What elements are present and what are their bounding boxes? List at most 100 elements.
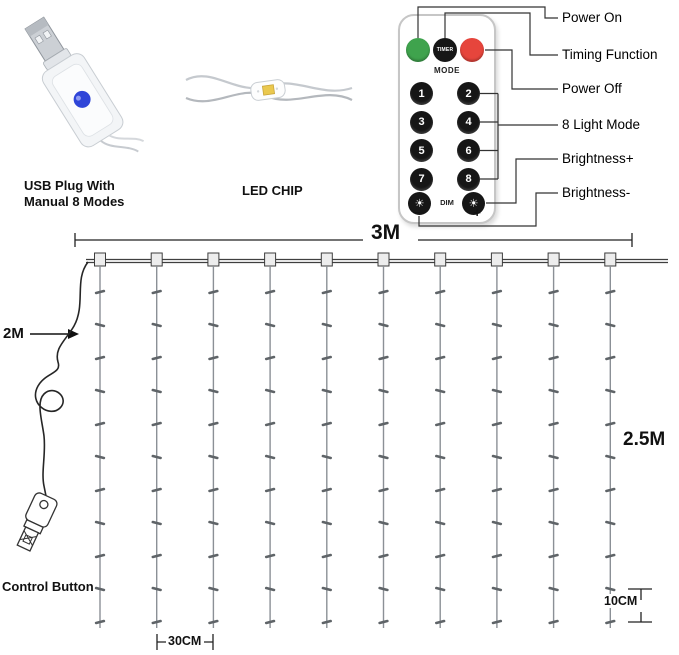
string-connector (94, 252, 106, 267)
usb-plug-photo (24, 16, 145, 153)
callout-label-8-light-mode: 8 Light Mode (562, 117, 641, 132)
led-light (321, 421, 332, 427)
lead-length-label: 2M (3, 325, 24, 342)
led-light (378, 586, 389, 592)
led-light (151, 487, 162, 493)
led-light (264, 487, 276, 493)
led-light (94, 355, 106, 361)
led-light (548, 520, 559, 526)
light-mode-buttons: 1 2 3 4 5 6 7 8 (410, 82, 480, 191)
string-connector (377, 252, 390, 267)
manual-mode-button (73, 90, 91, 108)
mode-label: MODE (434, 66, 460, 75)
led-light (605, 553, 616, 559)
string-connector (320, 252, 333, 267)
led-light (491, 520, 503, 526)
led-light (548, 322, 559, 328)
led-light (378, 553, 389, 559)
led-light (491, 421, 503, 427)
usb-wire (100, 139, 139, 153)
led-light (264, 355, 276, 361)
led-light (321, 586, 332, 592)
curtain-strings (94, 252, 617, 628)
led-light (94, 289, 106, 295)
led-light (208, 586, 219, 592)
sketch-control-button (39, 499, 49, 510)
led-light (605, 388, 616, 394)
usb-metal-connector (24, 16, 65, 62)
led-light (548, 421, 559, 427)
led-light (94, 322, 106, 328)
led-light (208, 454, 219, 460)
usb-connector-tip (25, 17, 49, 37)
led-light (378, 421, 389, 427)
mode-button-7: 7 (410, 167, 433, 191)
led-light (491, 619, 503, 625)
led-light (208, 355, 219, 361)
led-chip-contact (275, 87, 279, 90)
remote-control: TIMER MODE 1 2 3 4 5 6 7 8 ☀ DIM ☀ − + (398, 14, 496, 224)
led-light (264, 421, 276, 427)
led-light (321, 388, 332, 394)
led-light (94, 520, 106, 526)
led-light (491, 355, 503, 361)
mode-button-1: 1 (410, 82, 433, 105)
led-light (321, 355, 332, 361)
led-light (208, 322, 219, 328)
sketch-usb-metal (16, 526, 40, 552)
led-light (548, 619, 559, 625)
string-connector (207, 252, 220, 267)
led-light (605, 487, 616, 493)
led-light (491, 388, 503, 394)
curtain-rail (86, 258, 668, 264)
power-off-button (460, 38, 484, 62)
led-light (378, 388, 389, 394)
led-light (491, 322, 503, 328)
callout-label-power-off: Power Off (562, 81, 622, 96)
sketch-usb-hatch (19, 530, 37, 546)
led-light (151, 355, 162, 361)
led-light (321, 322, 332, 328)
led-light (378, 322, 389, 328)
led-light (435, 619, 446, 625)
plus-label: + (473, 205, 481, 220)
string-connector (150, 252, 163, 267)
led-chip-die (261, 84, 276, 96)
led-light (548, 388, 559, 394)
led-light (151, 520, 162, 526)
led-light (321, 454, 332, 460)
usb-connector-hole (34, 34, 44, 45)
led-light (264, 289, 276, 295)
mode-button-3: 3 (410, 110, 433, 134)
led-light (151, 322, 162, 328)
led-light (321, 520, 332, 526)
led-chip-photo (185, 75, 353, 103)
led-light (264, 388, 276, 394)
led-light (94, 619, 106, 625)
led-light (378, 520, 389, 526)
led-light (264, 454, 276, 460)
led-light (208, 487, 219, 493)
led-light (435, 553, 446, 559)
led-light (548, 355, 559, 361)
led-light (605, 520, 616, 526)
led-light (208, 289, 219, 295)
led-light (264, 553, 276, 559)
led-light (94, 388, 106, 394)
led-light (548, 454, 559, 460)
string-connector (434, 252, 447, 267)
usb-collar (43, 48, 71, 70)
led-light (491, 487, 503, 493)
curtain-diagram-art (16, 233, 668, 650)
led-light (435, 388, 446, 394)
led-light (151, 421, 162, 427)
led-light (491, 289, 503, 295)
power-on-button (406, 38, 430, 62)
led-light (605, 421, 616, 427)
led-light (605, 322, 616, 328)
led-light (605, 619, 616, 625)
led-light (151, 388, 162, 394)
string-spacing-label: 30CM (168, 634, 202, 648)
led-light (548, 487, 559, 493)
